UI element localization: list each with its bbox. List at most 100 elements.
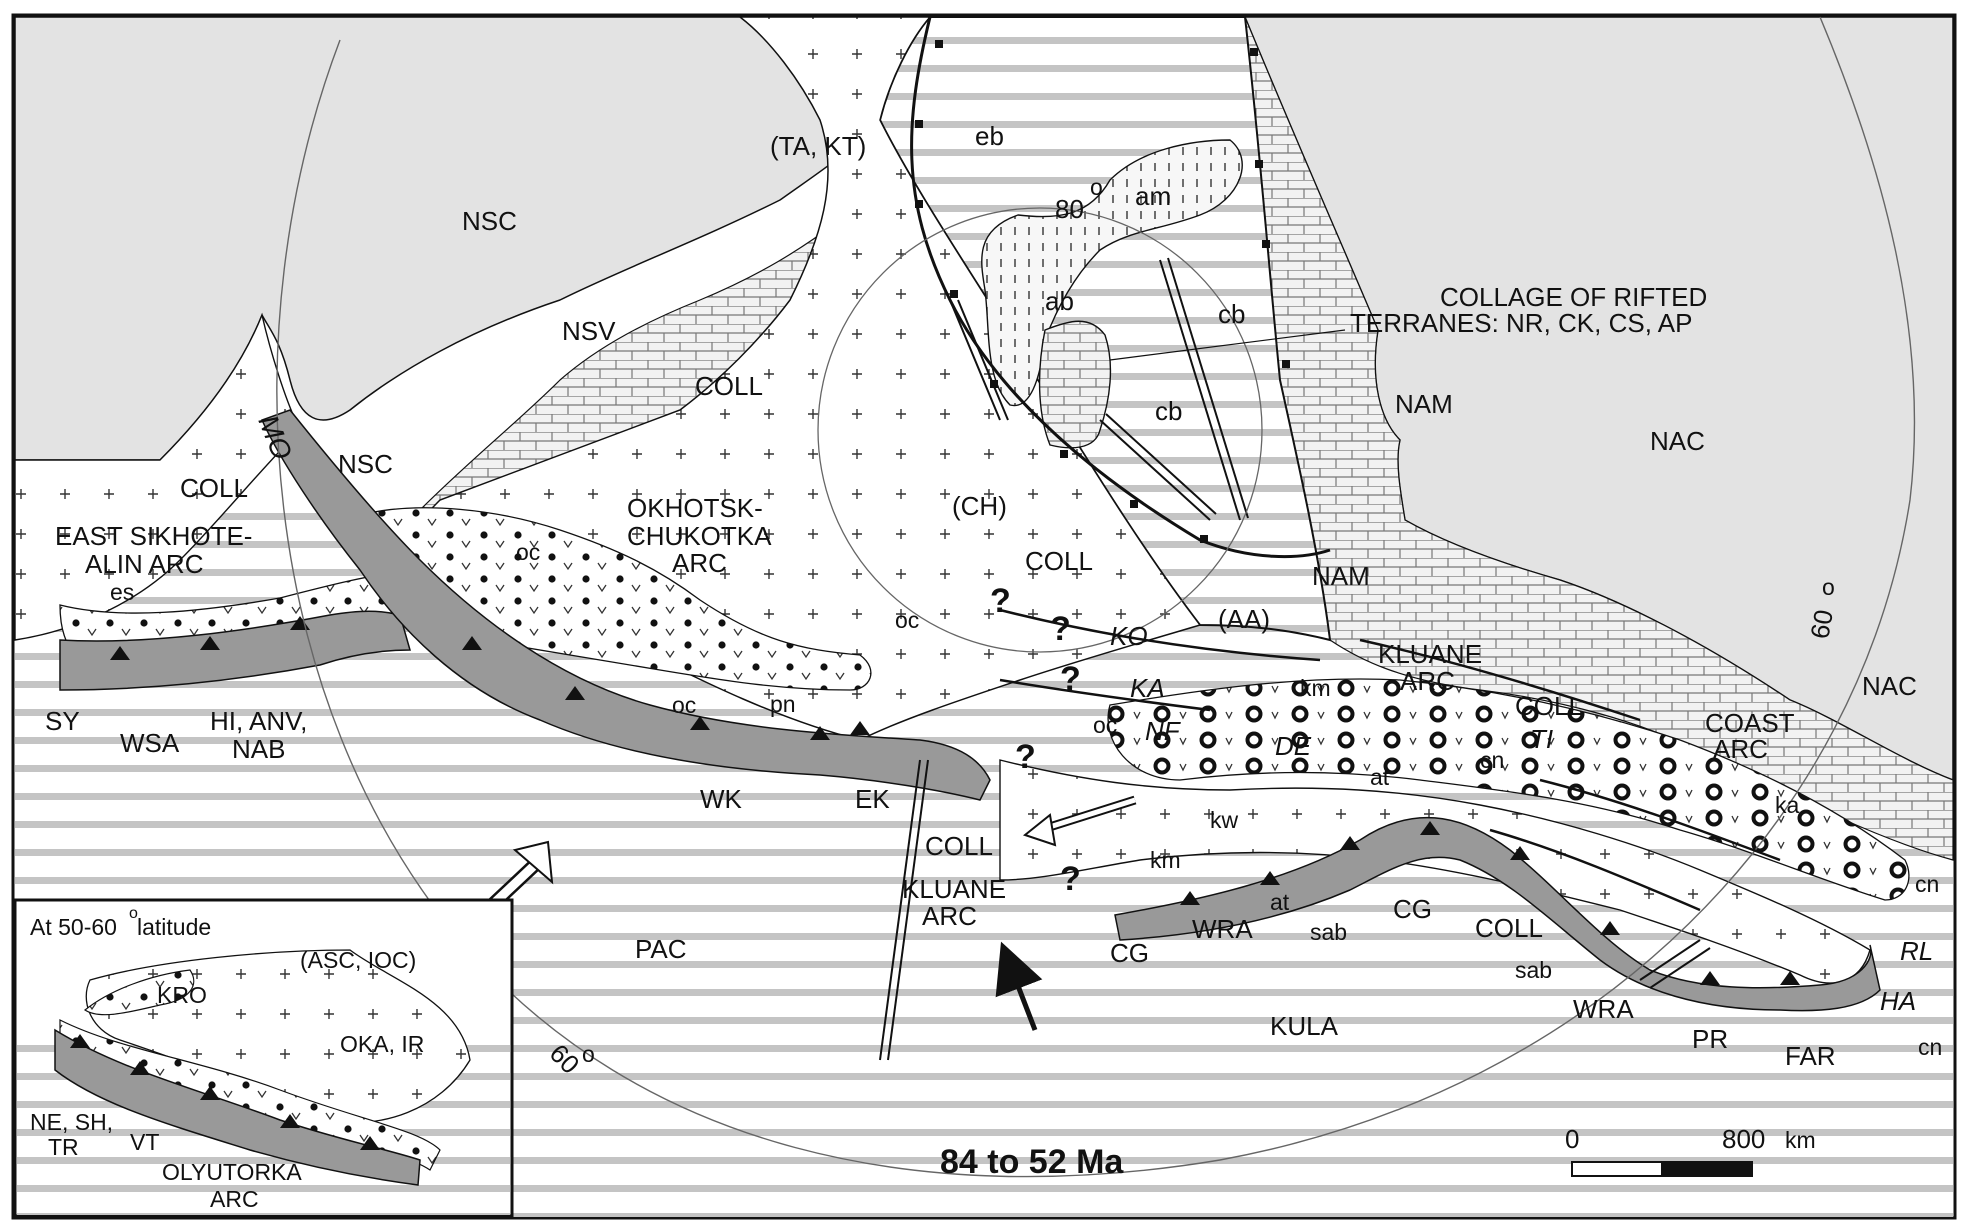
lat60-sw-degree: o <box>582 1041 595 1067</box>
lat60-arc <box>276 16 1916 1178</box>
label-pac: PAC <box>635 934 687 964</box>
label-wra-2: WRA <box>1573 994 1634 1024</box>
label-es: es <box>110 579 134 605</box>
label-cb-north: cb <box>1218 299 1245 329</box>
inset-oka: OKA, IR <box>340 1031 424 1057</box>
lat80-degree: o <box>1090 174 1103 200</box>
kluane-south-line2: ARC <box>922 901 977 931</box>
label-coll-main: COLL <box>695 371 763 401</box>
uncertain-marks: ? ? ? ? ? <box>990 582 1081 898</box>
label-sy: SY <box>45 706 80 736</box>
label-oc-3: oc <box>672 692 696 718</box>
question-mark-2: ? <box>1050 610 1071 648</box>
label-oc-4: oc <box>1093 712 1117 738</box>
inset-olyutorka-line2: ARC <box>210 1186 259 1212</box>
label-wsa: WSA <box>120 728 180 758</box>
inset-title-part1: At 50-60 <box>30 914 117 940</box>
label-ka: ka <box>1775 792 1800 818</box>
label-nam-north: NAM <box>1395 389 1453 419</box>
inset-ne-line1: NE, SH, <box>30 1109 113 1135</box>
ab-unit <box>1038 320 1112 449</box>
basin-labels: eb am ab cb cb <box>975 121 1245 426</box>
label-wra-1: WRA <box>1192 914 1253 944</box>
label-am: am <box>1135 181 1171 211</box>
question-mark-3: ? <box>1060 660 1081 698</box>
fault-rl: RL <box>1900 936 1933 966</box>
label-aa: (AA) <box>1218 604 1270 634</box>
label-far: FAR <box>1785 1041 1836 1071</box>
inset-vt: VT <box>130 1129 159 1155</box>
label-km-2: km <box>1150 847 1181 873</box>
fault-lines <box>999 608 1781 912</box>
map-title: 84 to 52 Ma <box>940 1143 1124 1181</box>
label-nsc-west: NSC <box>338 449 393 479</box>
label-at-2: at <box>1270 889 1290 915</box>
label-at-1: at <box>1370 764 1390 790</box>
scale-unit: km <box>1785 1127 1816 1153</box>
collage-line1: COLLAGE OF RIFTED <box>1440 282 1707 312</box>
label-ab: ab <box>1045 286 1074 316</box>
scale-end: 800 <box>1722 1124 1765 1154</box>
label-sab-2: sab <box>1515 957 1552 983</box>
scale-bar: 0 800 km <box>1565 1124 1816 1177</box>
inset-olyutorka-line1: OLYUTORKA <box>162 1159 302 1185</box>
fault-de: DE <box>1275 731 1312 761</box>
plate-labels: NSC NSC NSV COLL COLL COLL COLL COLL COL… <box>180 131 1917 1071</box>
label-coll-mid: COLL <box>1025 546 1093 576</box>
fault-nf: NF <box>1145 716 1182 746</box>
east-sikhote-line2: ALIN ARC <box>85 549 204 579</box>
label-pr: PR <box>1692 1024 1728 1054</box>
label-sab-1: sab <box>1310 919 1347 945</box>
label-cb-south: cb <box>1155 396 1182 426</box>
unit-labels: MO es SY WSA HI, ANV, NAB oc oc oc oc pn… <box>45 411 1942 1060</box>
label-km-1: km <box>1300 675 1331 701</box>
inset-asc: (ASC, IOC) <box>300 947 416 973</box>
inset-ne-line2: TR <box>48 1134 79 1160</box>
label-coll-east: COLL <box>1515 691 1583 721</box>
lat80-label: 80 <box>1055 194 1084 224</box>
question-mark-4: ? <box>1015 738 1036 776</box>
label-nsc-north: NSC <box>462 206 517 236</box>
subduction-slab-alaska <box>1114 816 1881 1012</box>
scale-start: 0 <box>1565 1124 1579 1154</box>
label-eb: eb <box>975 121 1004 151</box>
label-cn-3: cn <box>1918 1034 1942 1060</box>
lat60-ne-label: 60 <box>1804 607 1839 641</box>
lat60-ne-degree: o <box>1822 574 1835 600</box>
collage-line2: TERRANES: NR, CK, CS, AP <box>1350 308 1692 338</box>
label-nsv: NSV <box>562 316 616 346</box>
lat80-circle <box>817 207 1263 653</box>
label-cg-1: CG <box>1110 938 1149 968</box>
okhotsk-line1: OKHOTSK- <box>627 493 763 523</box>
okhotsk-line2: CHUKOTKA <box>627 521 772 551</box>
label-ch: (CH) <box>952 491 1007 521</box>
spreading-lines <box>879 257 1711 1061</box>
east-sikhote-line1: EAST SIKHOTE- <box>55 521 252 551</box>
label-kw: kw <box>1210 807 1239 833</box>
label-hi-line2: NAB <box>232 734 285 764</box>
label-ek: EK <box>855 784 890 814</box>
label-oc-1: oc <box>516 539 540 565</box>
fault-ti: TI <box>1530 724 1553 754</box>
coast-arc-line1: COAST <box>1705 708 1795 738</box>
arctic-rift-margin <box>910 16 1331 559</box>
kluane-north-line1: KLUANE <box>1378 639 1482 669</box>
fault-ko: KO <box>1110 621 1148 651</box>
question-mark-5: ? <box>1060 860 1081 898</box>
kluane-north-line2: ARC <box>1400 666 1455 696</box>
kluane-south-line1: KLUANE <box>902 874 1006 904</box>
label-coll-west: COLL <box>180 473 248 503</box>
label-pn: pn <box>770 691 796 717</box>
fault-labels: KO KA NF DE TI RL HA <box>1110 621 1933 1016</box>
label-cg-2: CG <box>1393 894 1432 924</box>
kluane-coast-arc-belt <box>1107 678 1910 901</box>
label-nam-south: NAM <box>1312 561 1370 591</box>
label-nac-north: NAC <box>1650 426 1705 456</box>
subduction-teeth <box>110 616 1800 985</box>
inset-kro: KRO <box>157 982 207 1008</box>
label-cn-1: cn <box>1480 747 1504 773</box>
am-unit <box>981 139 1243 407</box>
inset-title-part2: latitude <box>137 914 211 940</box>
question-mark-1: ? <box>990 582 1011 620</box>
